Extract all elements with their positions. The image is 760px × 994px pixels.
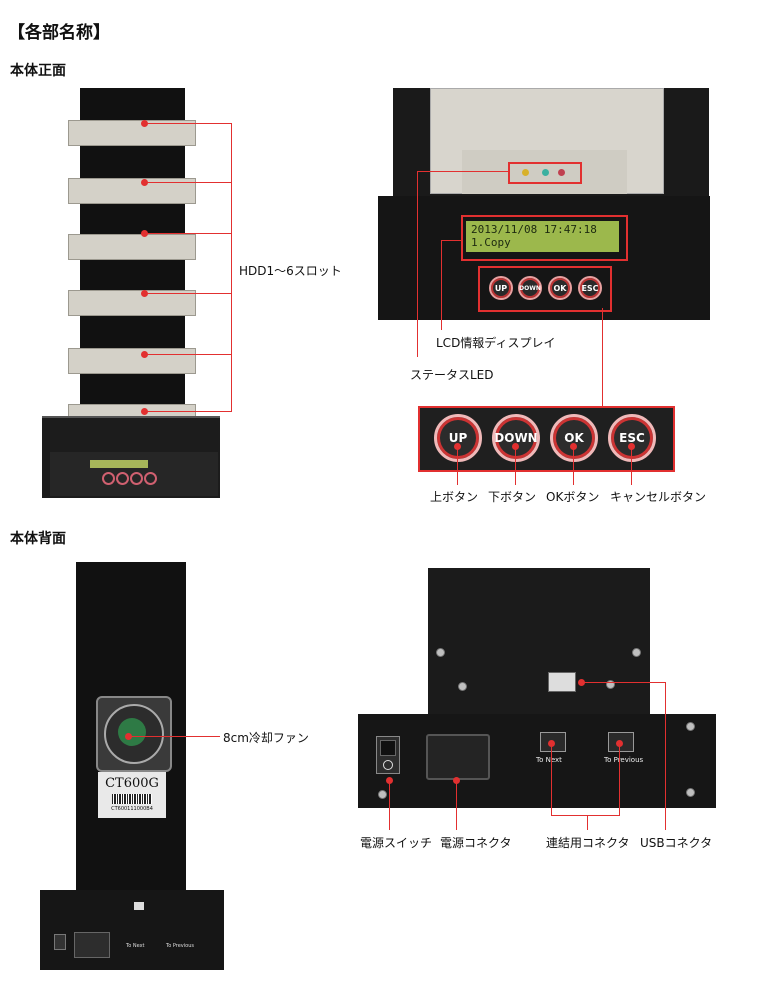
- ok-button-label: OKボタン: [546, 490, 600, 504]
- status-led-yellow: [522, 169, 529, 176]
- esc-button-label: キャンセルボタン: [610, 490, 707, 504]
- to-previous-small: To Previous: [166, 943, 194, 949]
- to-next-small: To Next: [126, 943, 145, 949]
- hdd-slots-label: HDD1～6スロット: [239, 264, 342, 278]
- fan-callout-line: [130, 736, 220, 737]
- esc-button-small[interactable]: ESC: [578, 276, 602, 300]
- to-previous-label: To Previous: [604, 756, 644, 764]
- status-led-label: ステータスLED: [410, 368, 494, 382]
- back-section-heading: 本体背面: [10, 531, 66, 547]
- buttons-frame: [478, 266, 612, 312]
- lcd-display: 2013/11/08 17:47:18 1.Copy: [466, 221, 619, 252]
- status-led-green: [542, 169, 549, 176]
- serial-label: CT600111000B4: [111, 806, 153, 812]
- lcd-line-2: 1.Copy: [471, 236, 511, 249]
- fan-callout-dot: [125, 733, 132, 740]
- page-title: 【各部名称】: [8, 23, 110, 43]
- lcd-frame: [461, 215, 628, 261]
- lcd-display-label: LCD情報ディスプレイ: [436, 336, 556, 350]
- ok-button-small[interactable]: OK: [548, 276, 572, 300]
- up-button-label: 上ボタン: [430, 490, 479, 504]
- up-button[interactable]: UP: [434, 414, 482, 462]
- usb-connector-label: USBコネクタ: [640, 836, 713, 850]
- down-button-label: 下ボタン: [488, 490, 537, 504]
- lcd-line-1: 2013/11/08 17:47:18: [471, 223, 597, 236]
- power-switch-label: 電源スイッチ: [360, 836, 433, 850]
- front-section-heading: 本体正面: [10, 63, 66, 79]
- power-connector-label: 電源コネクタ: [440, 836, 512, 850]
- link-connector-label: 連結用コネクタ: [546, 836, 630, 850]
- model-label: CT600G: [105, 776, 159, 791]
- ok-button[interactable]: OK: [550, 414, 598, 462]
- fan-label: 8cm冷却ファン: [223, 731, 309, 745]
- to-next-label: To Next: [536, 756, 562, 764]
- status-led-red: [558, 169, 565, 176]
- down-button-small[interactable]: DOWN: [518, 276, 542, 300]
- up-button-small[interactable]: UP: [489, 276, 513, 300]
- status-led-frame: [508, 162, 582, 184]
- down-button[interactable]: DOWN: [492, 414, 540, 462]
- barcode: [112, 794, 152, 804]
- esc-button[interactable]: ESC: [608, 414, 656, 462]
